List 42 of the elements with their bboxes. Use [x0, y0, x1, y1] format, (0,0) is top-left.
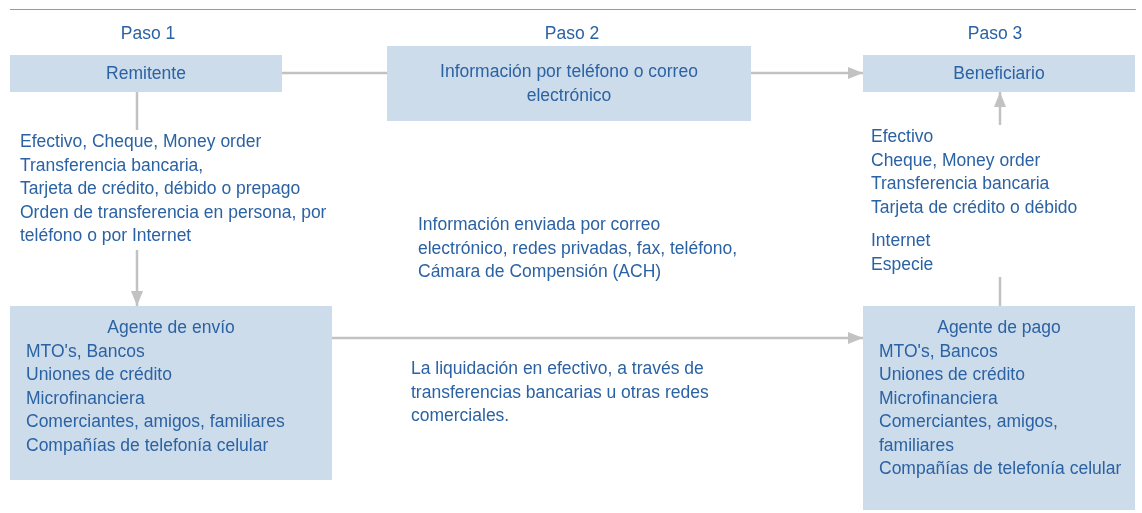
note-text: La liquidación en efectivo, a través de transferencias bancarias u otras redes comerciales. — [411, 357, 710, 427]
list-item: Tarjeta de crédito o débido — [871, 195, 1079, 219]
list-item: Microfinanciera — [26, 386, 146, 410]
connector-line — [998, 277, 1002, 306]
list-item: Comerciantes, amigos, familiares — [879, 410, 1059, 457]
list-item: Uniones de crédito — [879, 363, 1026, 386]
process-box — [387, 46, 751, 121]
arrow — [994, 92, 1006, 125]
list-item: Comerciantes, amigos, familiares — [26, 410, 286, 433]
list-item: Transferencia bancaria — [871, 172, 1051, 195]
list-item: Especie — [871, 252, 935, 276]
step-label: Paso 2 — [543, 22, 601, 45]
list-item: MTO's, Bancos — [26, 339, 146, 363]
list-item: Compañías de telefonía celular — [879, 457, 1123, 480]
arrow — [332, 332, 863, 344]
list-item: Efectivo, Cheque, Money order — [20, 130, 263, 153]
list-item: Cheque, Money order — [871, 148, 1042, 172]
list-item: Efectivo — [871, 125, 935, 148]
agent-box — [10, 306, 332, 480]
list-item: Transferencia bancaria, — [20, 153, 205, 177]
list-item: Uniones de crédito — [26, 363, 173, 386]
process-box — [863, 55, 1135, 92]
note-text: Información enviada por correo electrónico, redes privadas, fax, teléfono, Cámara de Compensión (ACH) — [418, 213, 738, 283]
list-item: Tarjeta de crédito, débido o prepago — [20, 177, 302, 200]
process-box — [10, 55, 282, 92]
box-label: Beneficiario — [952, 61, 1046, 85]
list-item: Internet — [871, 229, 932, 252]
list-item: Compañías de telefonía celular — [26, 433, 270, 457]
arrow — [751, 67, 863, 79]
arrow — [131, 250, 143, 306]
step-label: Paso 1 — [119, 22, 177, 45]
box-heading: Agente de envío — [106, 316, 236, 339]
box-label: Información por teléfono o correo electrónico — [439, 60, 699, 107]
list-item: Microfinanciera — [879, 386, 999, 410]
list-item: Orden de transferencia en persona, por teléfono o por Internet — [20, 200, 328, 247]
box-heading: Agente de pago — [936, 316, 1062, 339]
connector-line — [282, 71, 387, 75]
connector-line — [135, 92, 139, 130]
list-item: MTO's, Bancos — [879, 339, 999, 363]
agent-box — [863, 306, 1135, 510]
step-label: Paso 3 — [966, 22, 1024, 45]
box-label: Remitente — [105, 61, 187, 85]
